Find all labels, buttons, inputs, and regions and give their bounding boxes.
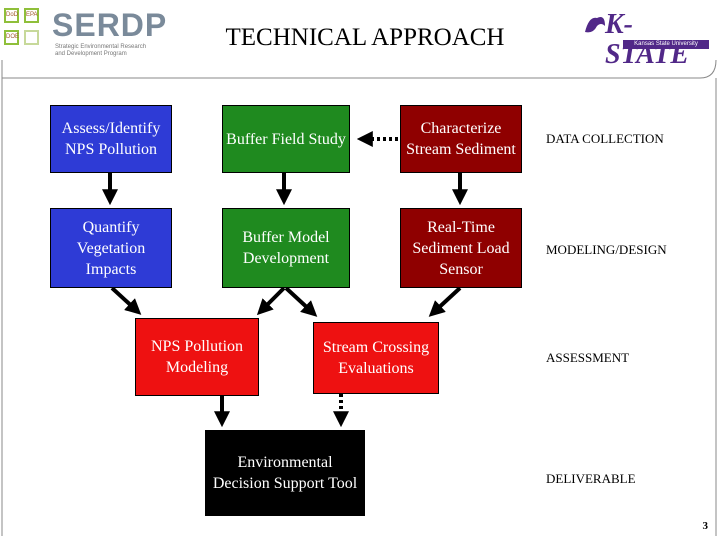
arrow-model-to-nps [256,286,286,316]
phase-assessment: ASSESSMENT [546,350,630,365]
phase-data-collection: DATA COLLECTION [546,131,664,146]
page-number: 3 [702,520,709,532]
wildcat-icon [585,17,605,33]
quantify-vegetation-box: Quantify Vegetation Impacts [50,208,172,288]
realtime-sensor-box: Real-Time Sediment Load Sensor [400,208,522,288]
stream-crossing-box: Stream Crossing Evaluations [313,322,439,394]
serdp-wordmark: SERDP [52,7,168,43]
arrow-model-to-crossing [284,286,318,317]
assess-identify-box: Assess/Identify NPS Pollution [50,105,172,173]
kstate-logo: K-STATE Kansas State University [583,10,711,70]
arrow-quantify-to-nps [110,286,142,315]
nps-pollution-modeling-box: NPS Pollution Modeling [135,318,259,396]
serdp-subtitle: Strategic Environmental Research and Dev… [55,44,147,57]
decision-support-tool-box: Environmental Decision Support Tool [205,430,365,516]
buffer-model-box: Buffer Model Development [222,208,350,288]
epa-square: EPA [24,8,39,23]
page-title: TECHNICAL APPROACH [225,24,505,51]
blank-square [24,30,39,45]
characterize-sediment-box: Characterize Stream Sediment [400,105,522,173]
serdp-logo: DoD EPA DOE SERDP Strategic Environmenta… [2,6,166,58]
arrow-sensor-to-crossing [428,286,462,317]
buffer-field-study-box: Buffer Field Study [222,105,350,173]
dod-square: DoD [4,8,19,23]
doe-square: DOE [4,30,19,45]
phase-deliverable: DELIVERABLE [546,471,636,486]
kstate-subtitle: Kansas State University [623,40,709,49]
phase-modeling-design: MODELING/DESIGN [546,242,667,257]
